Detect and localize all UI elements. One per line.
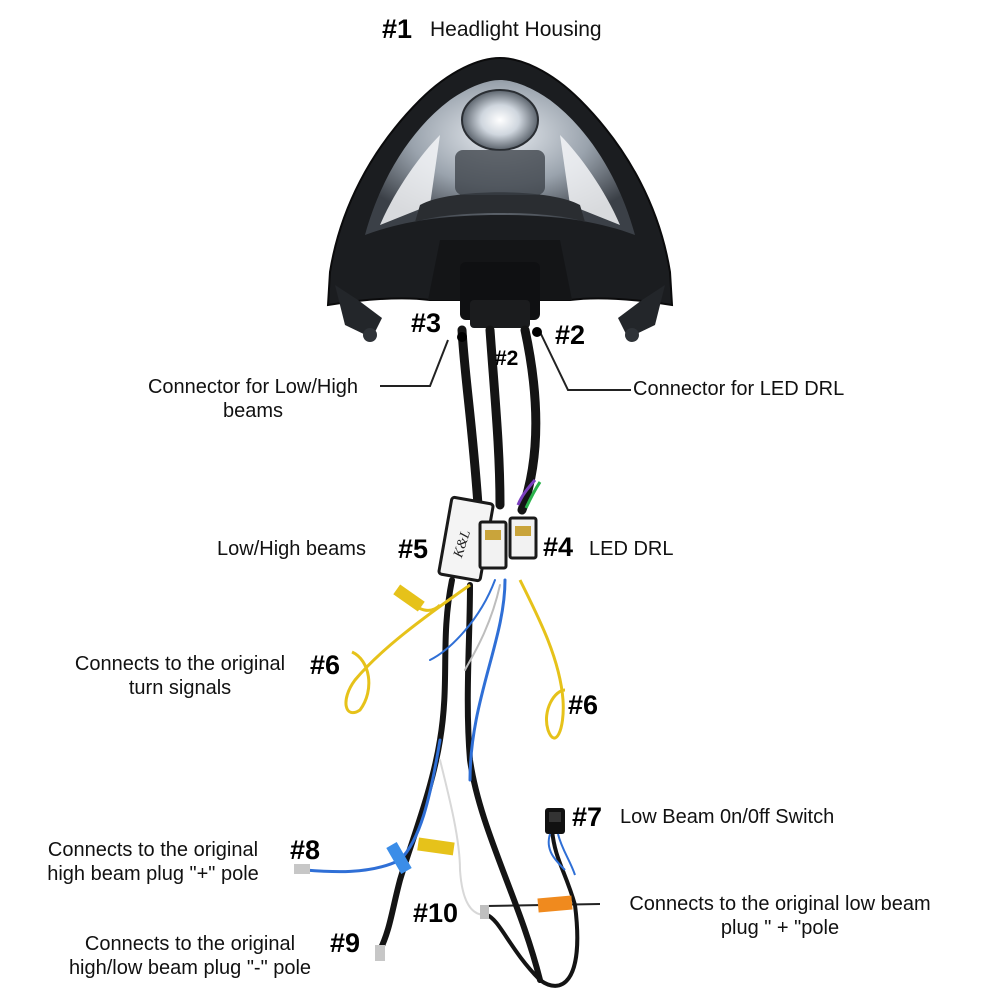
spade-terminal	[480, 905, 489, 919]
callout-3: #3	[411, 308, 441, 338]
high-beam-plus-label: Connects to the original high beam plug …	[28, 838, 278, 886]
spade-terminal	[375, 945, 385, 961]
low-high-beams-label: Low/High beams	[217, 537, 366, 561]
spade-terminal	[294, 864, 310, 874]
callout-8: #8	[290, 835, 320, 865]
low-beam-plus-line-1: Connects to the original low beam	[602, 892, 958, 916]
low-beam-plus-line-2: plug " + "pole	[602, 916, 958, 940]
high-beam-plus-line-1: Connects to the original	[28, 838, 278, 862]
callout-2-cable: #2	[495, 344, 518, 374]
headlight-housing-image	[328, 58, 672, 342]
low-high-connector-label: Connector for Low/High beams	[125, 375, 381, 423]
minus-pole-line-1: Connects to the original	[55, 932, 325, 956]
title-headlight-housing: Headlight Housing	[430, 18, 602, 42]
low-high-connector-line-1: Connector for Low/High	[125, 375, 381, 399]
switch-label: Low Beam 0n/0ff Switch	[620, 805, 834, 829]
yellow-label-tag	[417, 838, 454, 856]
callout-5: #5	[398, 534, 428, 564]
callout-7: #7	[572, 802, 602, 832]
turn-signal-wires	[346, 580, 565, 738]
turn-signals-line-1: Connects to the original	[54, 652, 306, 676]
callout-6-left: #6	[310, 650, 340, 680]
switch-icon	[545, 808, 575, 875]
callout-4: #4	[543, 532, 573, 562]
minus-pole-line-2: high/low beam plug "-" pole	[55, 956, 325, 980]
ballast-mid	[480, 522, 506, 568]
minus-pole-label: Connects to the original high/low beam p…	[55, 932, 325, 980]
callout-1: #1	[382, 14, 412, 44]
low-high-connector-line-2: beams	[125, 399, 381, 423]
yellow-tag	[393, 584, 424, 611]
high-beam-plus-line-2: high beam plug "+" pole	[28, 862, 278, 886]
turn-signals-line-2: turn signals	[54, 676, 306, 700]
callout-9: #9	[330, 928, 360, 958]
callout-10: #10	[413, 898, 458, 928]
led-drl-label: LED DRL	[589, 537, 673, 561]
callout-2-housing: #2	[555, 320, 585, 350]
led-drl-connector-label: Connector for LED DRL	[633, 377, 844, 401]
turn-signals-label: Connects to the original turn signals	[54, 652, 306, 700]
ballast-led-drl	[510, 518, 536, 558]
low-beam-plus-label: Connects to the original low beam plug "…	[602, 892, 958, 940]
callout-6-right: #6	[568, 690, 598, 720]
orange-tag	[537, 896, 572, 913]
